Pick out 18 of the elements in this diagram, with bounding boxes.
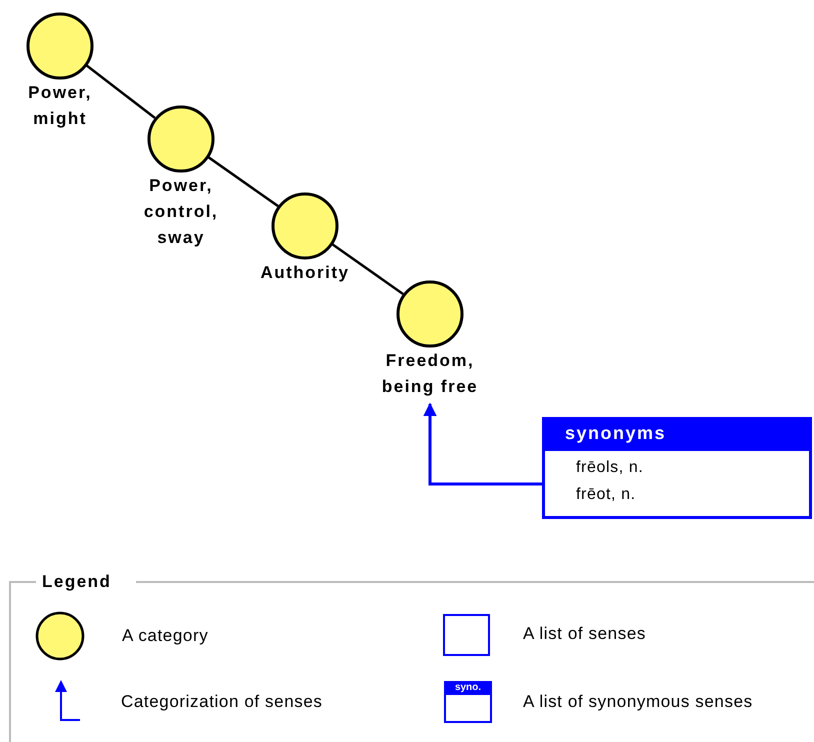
legend-title: Legend	[42, 572, 112, 592]
legend-text: A list of senses	[523, 624, 646, 644]
synonym-entry: frēols, n.	[575, 458, 644, 478]
category-label: Power, control, sway	[142, 175, 220, 249]
connector-line	[331, 242, 404, 296]
category-label: Power, might	[27, 82, 93, 130]
connector-line	[85, 64, 156, 119]
connector-line	[207, 156, 279, 208]
legend-text: A category	[122, 626, 208, 646]
category-label: Authority	[259, 262, 351, 284]
list-heading: synonyms	[545, 420, 809, 451]
synonym-list-panel	[542, 417, 812, 519]
arrow	[423, 402, 542, 486]
legend-text: A list of synonymous senses	[523, 692, 753, 712]
legend-text: Categorization of senses	[121, 692, 323, 712]
category-label: Freedom, being free	[380, 350, 480, 398]
synonym-entry: frēot, n.	[575, 485, 637, 505]
swatch-label: syno.	[454, 681, 482, 694]
